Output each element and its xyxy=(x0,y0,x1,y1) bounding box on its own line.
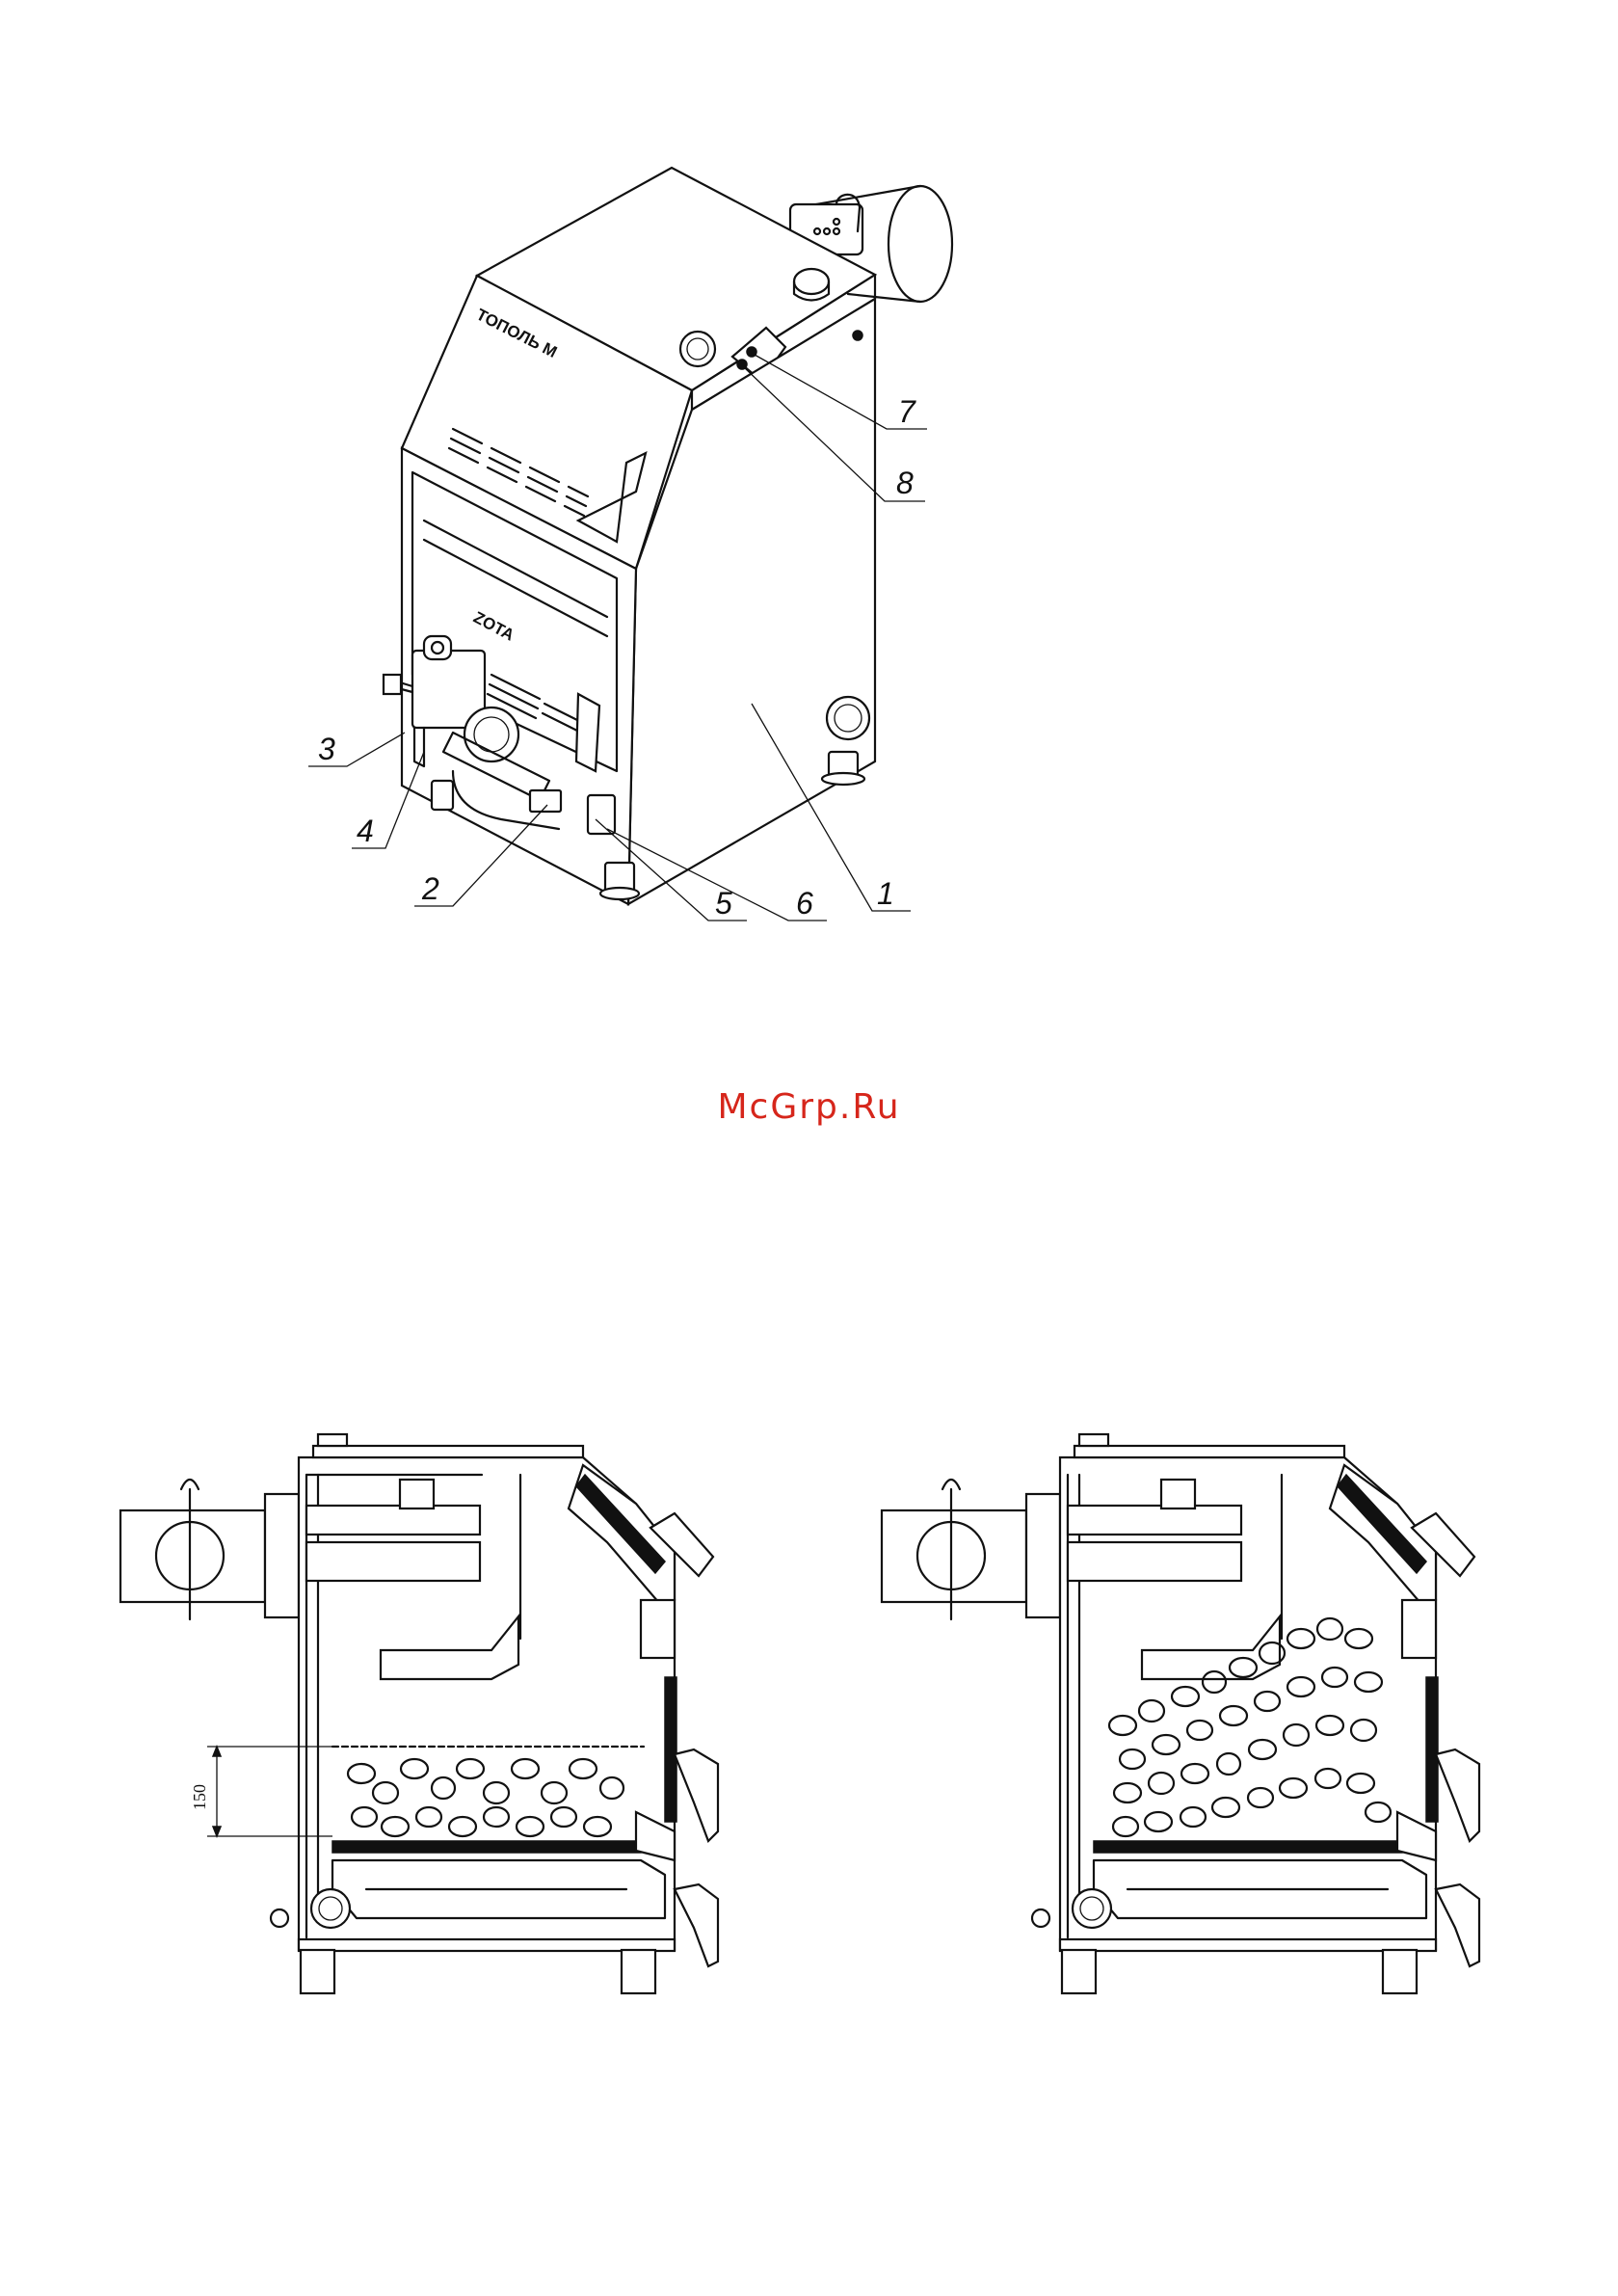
grate xyxy=(332,1841,641,1853)
boiler-isometric-figure: ТОПОЛЬ М xyxy=(308,168,952,921)
ash-door-handle xyxy=(576,694,599,771)
leg-right-2 xyxy=(1383,1950,1417,1993)
automation-box xyxy=(588,795,615,834)
svg-text:4: 4 xyxy=(357,814,374,848)
svg-text:150: 150 xyxy=(190,1784,209,1810)
section-full-fuel xyxy=(882,1434,1479,1993)
svg-text:2: 2 xyxy=(421,871,439,906)
thermometer-gauge xyxy=(680,332,715,366)
leg-front-left xyxy=(432,781,453,810)
leg-right-1 xyxy=(1062,1950,1096,1993)
sensor-8-icon xyxy=(737,360,747,369)
safety-valve xyxy=(794,269,829,294)
lower-handle-right xyxy=(1436,1884,1479,1966)
svg-text:1: 1 xyxy=(877,876,894,911)
section-low-fuel: 150 xyxy=(120,1434,718,1993)
middle-handle-left xyxy=(675,1749,718,1841)
middle-handle-right xyxy=(1436,1749,1479,1841)
callout-3: 3 xyxy=(308,732,405,766)
svg-text:8: 8 xyxy=(896,466,914,500)
leg-left-1 xyxy=(301,1950,334,1993)
svg-text:6: 6 xyxy=(796,886,813,921)
return-pipe xyxy=(827,697,869,739)
svg-text:3: 3 xyxy=(318,732,335,766)
side-bolt-icon xyxy=(853,331,862,340)
return-port-left xyxy=(311,1889,350,1928)
svg-text:7: 7 xyxy=(898,394,916,429)
leg-left-2 xyxy=(622,1950,655,1993)
lower-handle-left xyxy=(675,1884,718,1966)
watermark: McGrp.Ru xyxy=(0,1087,1618,1127)
return-port-right xyxy=(1073,1889,1111,1928)
